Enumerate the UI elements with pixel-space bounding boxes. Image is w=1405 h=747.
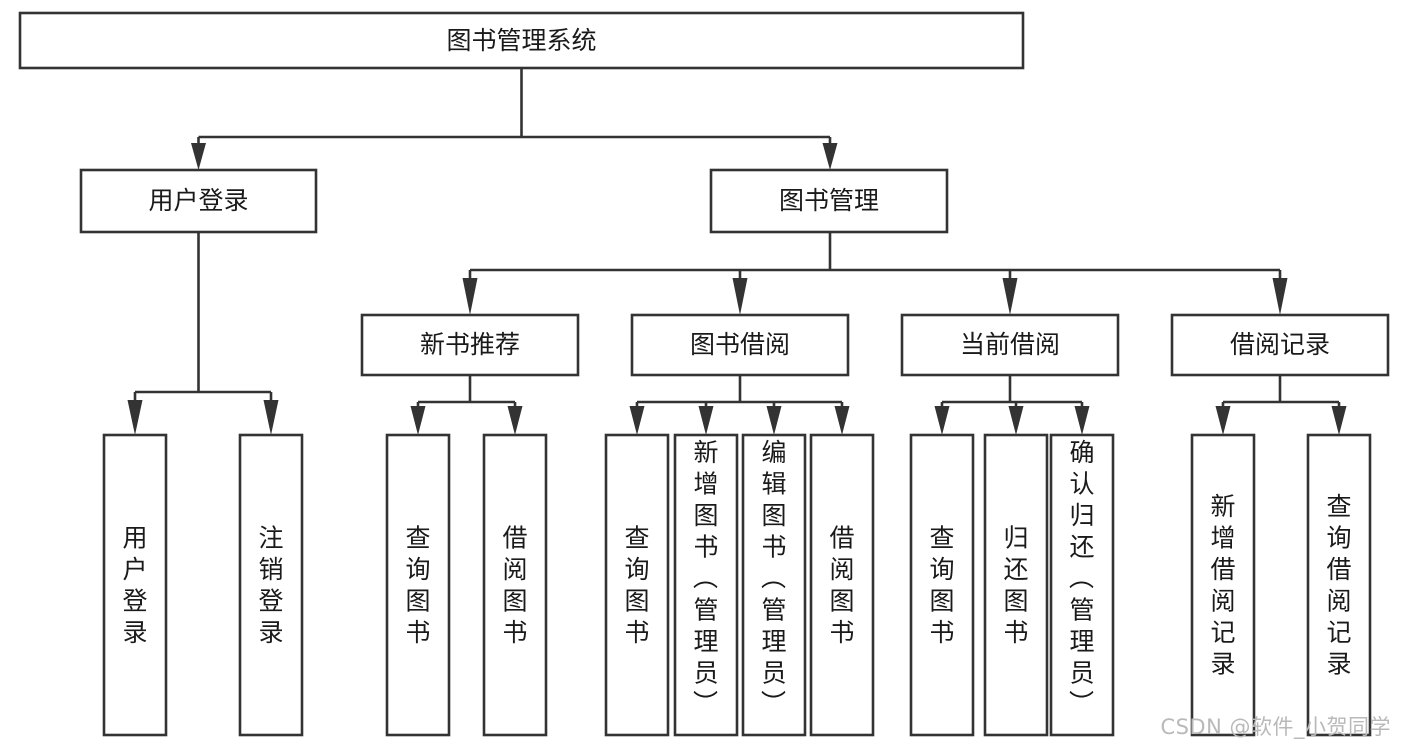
arrow-nb-to-leaf2 [507,406,523,435]
leaf-query-record[interactable]: 查询借阅记录 [1306,433,1372,737]
leaf-nodes-group: 用户登录 注销登录 查询图书 借阅图书 查询图书 新增图书（管理员） 编辑图书（管理员） 借阅… [102,433,1372,737]
node-book-borrow-box[interactable] [630,313,850,377]
arrow-bm-to-book-borrow [732,278,748,315]
node-current-borrow-label: 当前借阅 [960,330,1060,359]
arrow-bb-to-leaf1 [629,406,645,435]
leaf-add-book-admin-label: 新增图书（管理员） [693,438,719,719]
arrow-root-to-user-login [191,143,206,170]
node-book-manage-box[interactable] [709,168,949,234]
leaf-borrow-book-a-box[interactable] [482,433,548,737]
leaf-query-book-c[interactable]: 查询图书 [909,433,975,737]
leaf-query-book-a[interactable]: 查询图书 [385,433,451,737]
leaf-edit-book-admin-label: 编辑图书（管理员） [761,438,787,719]
node-new-book-rec[interactable]: 新书推荐 [360,313,580,377]
leaf-user-login-label: 用户登录 [122,524,147,648]
arrow-bm-to-current-borrow [1002,278,1018,315]
node-new-book-rec-label: 新书推荐 [420,330,520,359]
leaf-edit-book-admin-box[interactable] [741,433,807,737]
leaf-add-record[interactable]: 新增借阅记录 [1190,433,1256,737]
leaf-borrow-book-b-box[interactable] [809,433,875,737]
arrow-bb-to-leaf2 [698,406,714,435]
leaf-borrow-book-a[interactable]: 借阅图书 [482,433,548,737]
leaf-add-record-box[interactable] [1190,433,1256,737]
leaf-edit-book-admin[interactable]: 编辑图书（管理员） [741,433,807,737]
arrow-br-to-leaf2 [1331,406,1347,435]
leaf-return-book-label: 归还图书 [1003,524,1028,648]
arrow-bm-to-new-book [462,278,478,315]
node-user-login-label: 用户登录 [148,186,248,215]
leaf-add-record-label: 新增借阅记录 [1210,492,1235,679]
node-book-borrow[interactable]: 图书借阅 [630,313,850,377]
leaf-query-book-b-box[interactable] [604,433,670,737]
leaf-logout[interactable]: 注销登录 [238,433,304,737]
node-root[interactable]: 图书管理系统 [18,11,1025,70]
leaf-query-book-c-box[interactable] [909,433,975,737]
leaf-query-record-box[interactable] [1306,433,1372,737]
arrow-br-to-leaf1 [1215,406,1231,435]
arrow-bb-to-leaf4 [834,406,850,435]
node-user-login-box[interactable] [79,168,318,234]
node-borrow-record-label: 借阅记录 [1230,330,1330,359]
leaf-confirm-return[interactable]: 确认归还（管理员） [1049,433,1115,737]
leaf-return-book[interactable]: 归还图书 [983,433,1049,737]
leaf-user-login-box[interactable] [102,433,168,737]
leaf-confirm-return-box[interactable] [1049,433,1115,737]
arrow-cb-to-leaf1 [934,406,950,435]
node-borrow-record[interactable]: 借阅记录 [1170,313,1390,377]
arrow-bb-to-leaf3 [766,406,782,435]
leaf-query-book-b[interactable]: 查询图书 [604,433,670,737]
leaf-user-login[interactable]: 用户登录 [102,433,168,737]
leaf-add-book-admin-box[interactable] [673,433,739,737]
leaf-query-book-a-label: 查询图书 [405,524,430,648]
arrow-cb-to-leaf3 [1074,406,1090,435]
arrow-root-to-book-manage [822,143,838,170]
leaf-add-book-admin[interactable]: 新增图书（管理员） [673,433,739,737]
node-book-manage-label: 图书管理 [779,186,879,215]
arrow-cb-to-leaf2 [1008,406,1024,435]
leaf-confirm-return-label: 确认归还（管理员） [1069,438,1095,719]
node-current-borrow[interactable]: 当前借阅 [900,313,1120,377]
arrow-bm-to-borrow-record [1272,278,1288,315]
arrow-ul-to-leaf2 [263,400,279,435]
node-root-label: 图书管理系统 [446,26,596,55]
node-borrow-record-box[interactable] [1170,313,1390,377]
leaf-logout-box[interactable] [238,433,304,737]
leaf-borrow-book-a-label: 借阅图书 [502,524,527,648]
leaf-logout-label: 注销登录 [258,524,283,648]
leaf-query-book-c-label: 查询图书 [929,524,954,648]
node-book-manage[interactable]: 图书管理 [709,168,949,234]
node-new-book-rec-box[interactable] [360,313,580,377]
node-user-login[interactable]: 用户登录 [79,168,318,234]
node-current-borrow-box[interactable] [900,313,1120,377]
leaf-borrow-book-b[interactable]: 借阅图书 [809,433,875,737]
leaf-query-record-label: 查询借阅记录 [1326,492,1351,679]
leaf-query-book-b-label: 查询图书 [624,524,649,648]
node-book-borrow-label: 图书借阅 [690,330,790,359]
arrow-ul-to-leaf1 [127,400,143,435]
arrow-nb-to-leaf1 [410,406,426,435]
leaf-return-book-box[interactable] [983,433,1049,737]
edges-group [127,68,1347,435]
leaf-borrow-book-b-label: 借阅图书 [829,524,854,648]
node-root-box[interactable] [18,11,1025,70]
leaf-query-book-a-box[interactable] [385,433,451,737]
